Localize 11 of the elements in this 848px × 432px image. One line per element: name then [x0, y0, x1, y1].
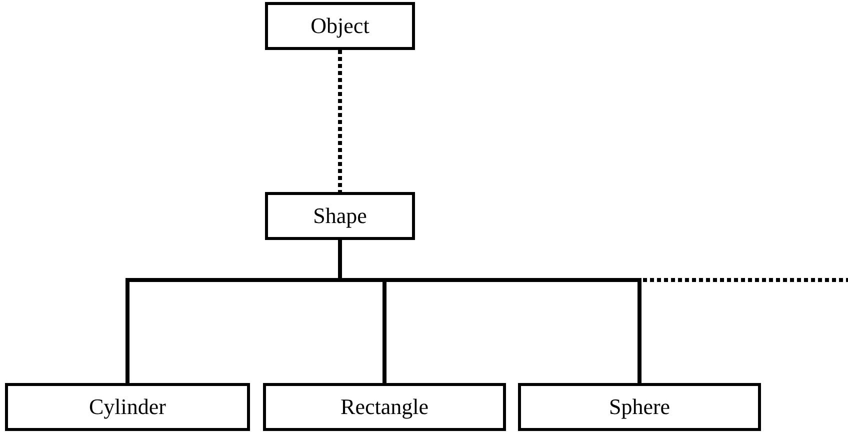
class-name: Shape [313, 203, 367, 229]
class-box [265, 2, 415, 50]
class-box [265, 192, 415, 240]
class-box [5, 383, 250, 431]
class-name: Object [310, 13, 370, 39]
class-name: Cylinder [89, 394, 166, 420]
connector-line [338, 50, 342, 192]
class-box [518, 383, 761, 431]
class-name: Sphere [608, 394, 670, 420]
class-name: Rectangle [340, 394, 428, 420]
class-box [263, 383, 506, 431]
